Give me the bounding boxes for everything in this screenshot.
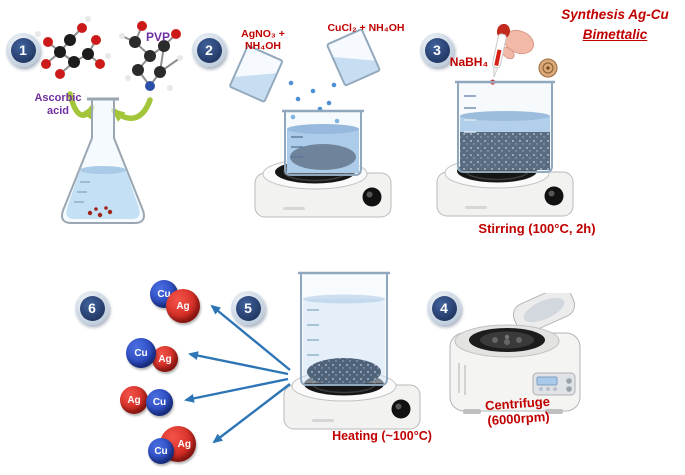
step-1-number: 1 [10, 37, 36, 63]
arrow-to-particle-4 [212, 383, 291, 444]
stirring-caption: Stirring (100°C, 2h) [478, 221, 596, 236]
arrow-to-particle-2 [188, 351, 289, 376]
reagent-arrow-left [67, 91, 95, 120]
silver-nitrate-beaker [229, 45, 283, 103]
dropper-icon [490, 23, 511, 85]
nanoparticle-pair-4: Ag Cu [148, 426, 206, 468]
cu-particle: Cu [126, 338, 156, 368]
ascorbic-acid-label: Ascorbic acid [26, 92, 90, 118]
colloid-beaker [455, 80, 555, 173]
nanoparticle-pair-3: Ag Cu [120, 386, 178, 422]
ag-particle: Ag [166, 289, 200, 323]
step-5-badge: 5 [231, 291, 265, 325]
flask-precipitate [87, 206, 113, 218]
step-6-badge: 6 [75, 291, 109, 325]
centrifuge-display [536, 376, 558, 386]
centrifuge-control-panel [532, 372, 576, 396]
step-2-badge: 2 [192, 33, 226, 67]
centrifuge [449, 293, 581, 414]
heating-beaker [298, 271, 390, 386]
copper-chloride-beaker [326, 28, 381, 87]
step-1-badge: 1 [6, 33, 40, 67]
hand-with-dropper [490, 23, 535, 85]
product-arrows [184, 304, 291, 444]
step-4-badge: 4 [427, 291, 461, 325]
step-3-scene [436, 23, 574, 217]
ag-particle: Ag [120, 386, 148, 414]
centrifuge-button [566, 378, 572, 384]
centrifuge-lid [512, 293, 576, 333]
nanoparticle-pair-1: Cu Ag [150, 280, 206, 326]
diagram-title: Synthesis Ag-Cu Bimettalic [545, 5, 685, 44]
nanoparticle-pair-2: Ag Cu [126, 338, 182, 378]
silver-nitrate-label-line2: NH₄OH [245, 40, 281, 53]
ascorbic-acid-label-line1: Ascorbic [34, 92, 82, 104]
step-2-scene [229, 28, 392, 218]
step-2-number: 2 [196, 37, 222, 63]
step-5-number: 5 [235, 295, 261, 321]
heating-caption: Heating (~100°C) [332, 429, 432, 443]
diagram-title-line2: Bimettalic [582, 26, 648, 42]
step-6-number: 6 [79, 295, 105, 321]
cu-particle: Cu [148, 438, 174, 464]
reagent-arrow-right [110, 97, 153, 122]
pvp-label: PVP [145, 30, 170, 44]
reaction-beaker [282, 109, 364, 176]
ag-particle: Ag [152, 346, 178, 372]
step-3-number: 3 [424, 37, 450, 63]
arrow-to-particle-3 [184, 377, 289, 403]
pvp-molecule-icon [119, 21, 183, 91]
nanoparticle-bead-icon [538, 58, 558, 78]
silver-nitrate-label: AgNO₃ + NH₄OH [228, 28, 298, 53]
step-4-number: 4 [431, 295, 457, 321]
sodium-borohydride-label: NaBH₄ [449, 55, 489, 69]
diagram-title-line1: Synthesis Ag-Cu [561, 7, 669, 22]
step-4-scene [449, 293, 581, 414]
hot-plate-knob [544, 186, 564, 206]
erlenmeyer-flask [61, 97, 145, 224]
ascorbic-acid-label-line2: acid [46, 104, 69, 117]
copper-chloride-label: CuCl₂ + NH₄OH [327, 22, 405, 34]
centrifuge-button [566, 386, 572, 392]
ascorbic-acid-molecule-icon [35, 16, 111, 79]
step-3-badge: 3 [420, 33, 454, 67]
silver-nitrate-label-line1: AgNO₃ + [241, 28, 285, 40]
hot-plate-knob [391, 399, 411, 419]
step-5-scene [283, 271, 421, 430]
hot-plate-knob [362, 187, 382, 207]
arrow-to-particle-1 [210, 304, 291, 371]
step-1-scene [35, 16, 183, 224]
cu-particle: Cu [146, 389, 173, 416]
